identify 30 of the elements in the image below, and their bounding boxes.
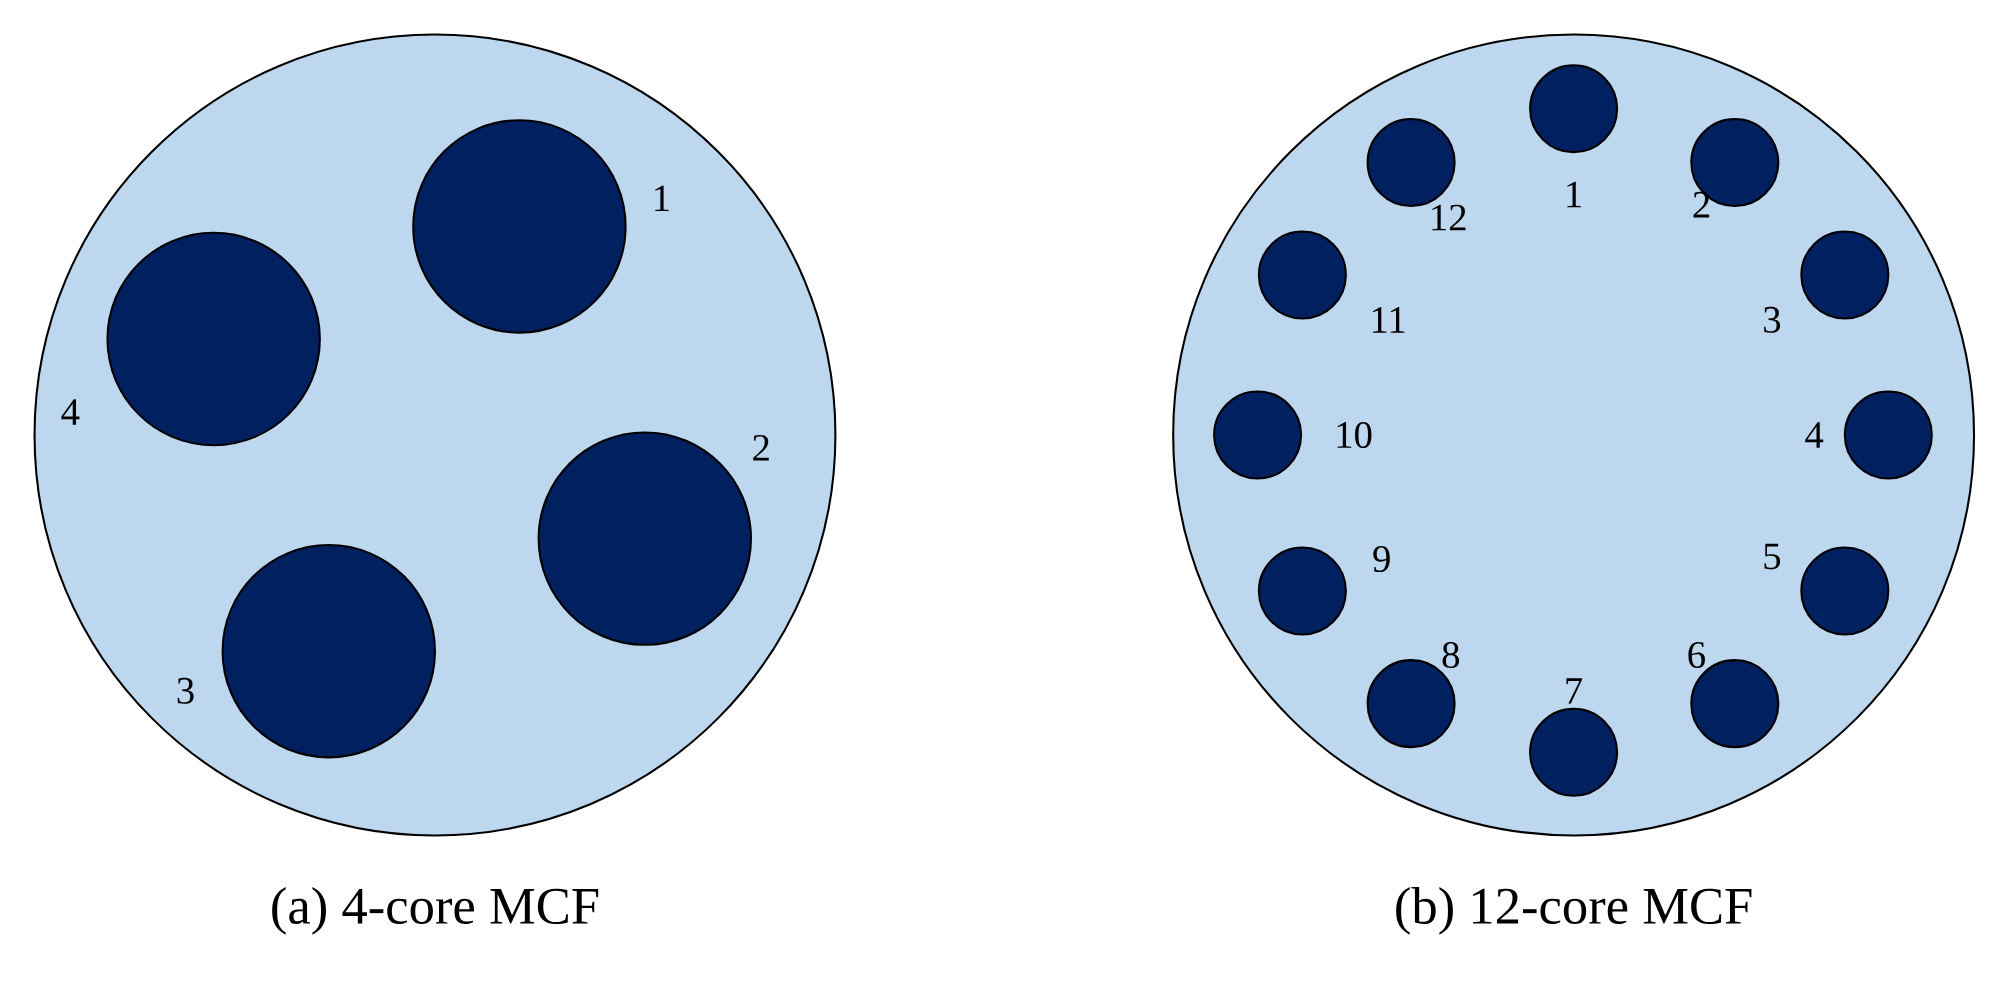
core-number: 4 [1805,422,1824,448]
core-number: 3 [177,677,194,704]
core-number: 1 [655,185,669,212]
core-number: 7 [1566,678,1583,704]
fiber-core [412,119,627,334]
fiber-core [537,431,753,646]
core-number: 12 [1432,204,1466,231]
fiber-core [1843,390,1933,480]
fiber-core [1257,546,1347,636]
core-number: 4 [61,399,80,425]
core-number: 11 [1372,307,1405,333]
fiber-core [1213,390,1303,480]
fiber-core [106,231,321,447]
core-number: 5 [1764,543,1781,570]
core-number: 3 [1764,306,1781,333]
fiber-core [1257,230,1347,320]
caption: (b) 12-core MCF [1396,887,1752,935]
fiber-core [221,543,437,759]
core-number: 2 [753,434,769,461]
fiber-core [1800,546,1890,636]
core-number: 2 [1693,191,1710,218]
fiber-core [1529,64,1619,154]
caption: (a) 4-core MCF [272,887,599,935]
core-number: 9 [1373,546,1390,573]
core-number: 1 [1567,181,1581,208]
fiber-core [1529,707,1619,797]
core-number: 8 [1442,641,1459,669]
fiber-core [1800,230,1890,320]
core-number: 6 [1688,642,1705,669]
core-number: 10 [1337,421,1372,449]
